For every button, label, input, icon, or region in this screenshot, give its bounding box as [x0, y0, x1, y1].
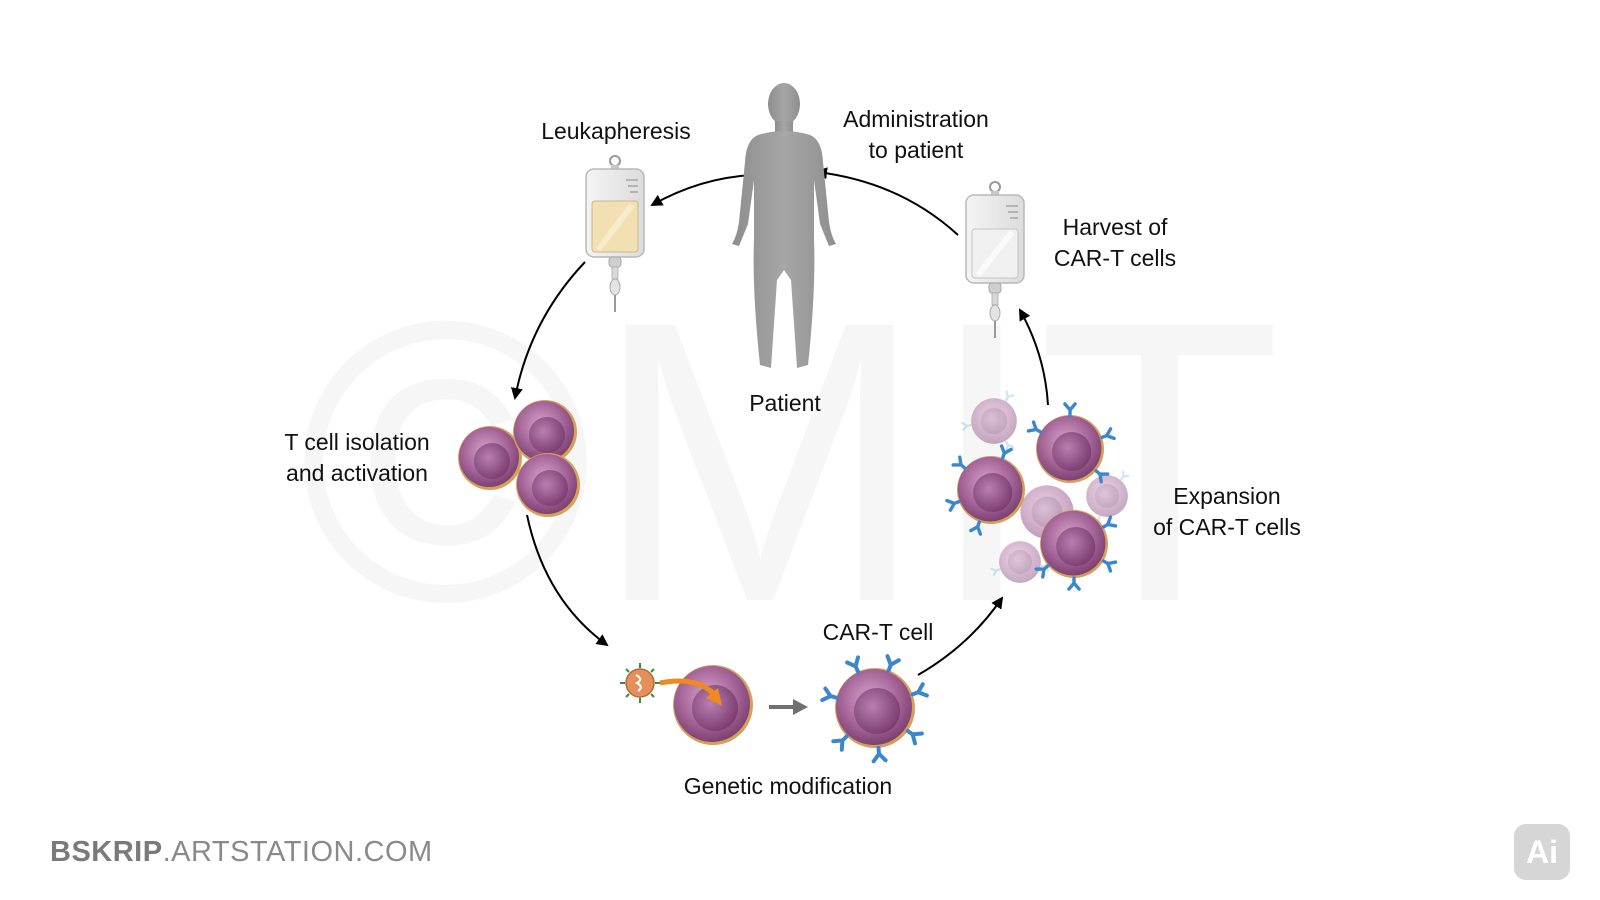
label-expansion-line2: of CAR-T cells: [1153, 514, 1301, 540]
arrow-isolation-to-modification: [526, 514, 609, 647]
label-isolation-line2: and activation: [286, 460, 428, 486]
t-cell: [458, 426, 522, 490]
artist-credit-bold: BSKRIP: [50, 836, 163, 868]
gene-transfer-arrow: [659, 678, 715, 695]
label-harvest-line1: Harvest of: [1062, 214, 1168, 240]
label-administration-line1: Administration: [843, 106, 989, 132]
t-cell: [513, 400, 577, 464]
label-leukapheresis: Leukapheresis: [531, 116, 701, 147]
patient-silhouette: [732, 83, 836, 368]
car-t-cell: [820, 654, 929, 764]
cycle-arrows: [510, 167, 1049, 676]
t-cell: [516, 453, 580, 517]
modification-arrow: [769, 699, 808, 715]
ai-badge-icon: Ai: [1514, 824, 1570, 880]
label-isolation: T cell isolation and activation: [262, 427, 452, 489]
label-cart-cell: CAR-T cell: [808, 617, 948, 648]
leukapheresis-bag: [585, 155, 645, 312]
car-t-cell: [1026, 402, 1116, 484]
gene-transfer-arrowhead: [706, 688, 722, 706]
t-cell-group: [458, 400, 580, 517]
arrow-leukapheresis-to-isolation: [510, 261, 586, 400]
label-administration: Administration to patient: [826, 104, 1006, 166]
artist-credit-rest: .ARTSTATION.COM: [162, 836, 433, 868]
label-expansion: Expansion of CAR-T cells: [1132, 481, 1322, 543]
arrow-expansion-to-harvest: [1019, 308, 1049, 406]
label-administration-line2: to patient: [868, 137, 964, 163]
viral-vector: [620, 663, 660, 703]
arrow-patient-to-leukapheresis: [650, 174, 753, 206]
expanded-car-t-cluster: [945, 390, 1130, 591]
harvest-bag: [965, 181, 1025, 338]
label-leukapheresis-text: Leukapheresis: [541, 118, 691, 144]
car-t-cell-faded: [990, 541, 1051, 583]
label-patient-text: Patient: [749, 390, 821, 416]
car-t-cell: [945, 444, 1025, 536]
label-genetic-modification-text: Genetic modification: [683, 773, 893, 799]
arrow-cart-to-expansion: [917, 596, 1004, 676]
label-patient: Patient: [730, 388, 840, 419]
target-cell: [673, 665, 753, 745]
label-cart-cell-text: CAR-T cell: [822, 619, 934, 645]
car-t-cell-faded: [960, 390, 1017, 452]
label-harvest: Harvest of CAR-T cells: [1035, 212, 1195, 274]
label-expansion-line1: Expansion: [1173, 483, 1281, 509]
label-harvest-line2: CAR-T cells: [1053, 245, 1177, 271]
label-isolation-line1: T cell isolation: [284, 429, 430, 455]
car-t-cell: [1034, 510, 1118, 591]
artist-credit: BSKRIP.ARTSTATION.COM: [50, 836, 433, 869]
label-genetic-modification: Genetic modification: [660, 771, 916, 802]
arrow-harvest-to-patient: [815, 167, 959, 236]
car-t-cell-faded: [1086, 470, 1130, 526]
